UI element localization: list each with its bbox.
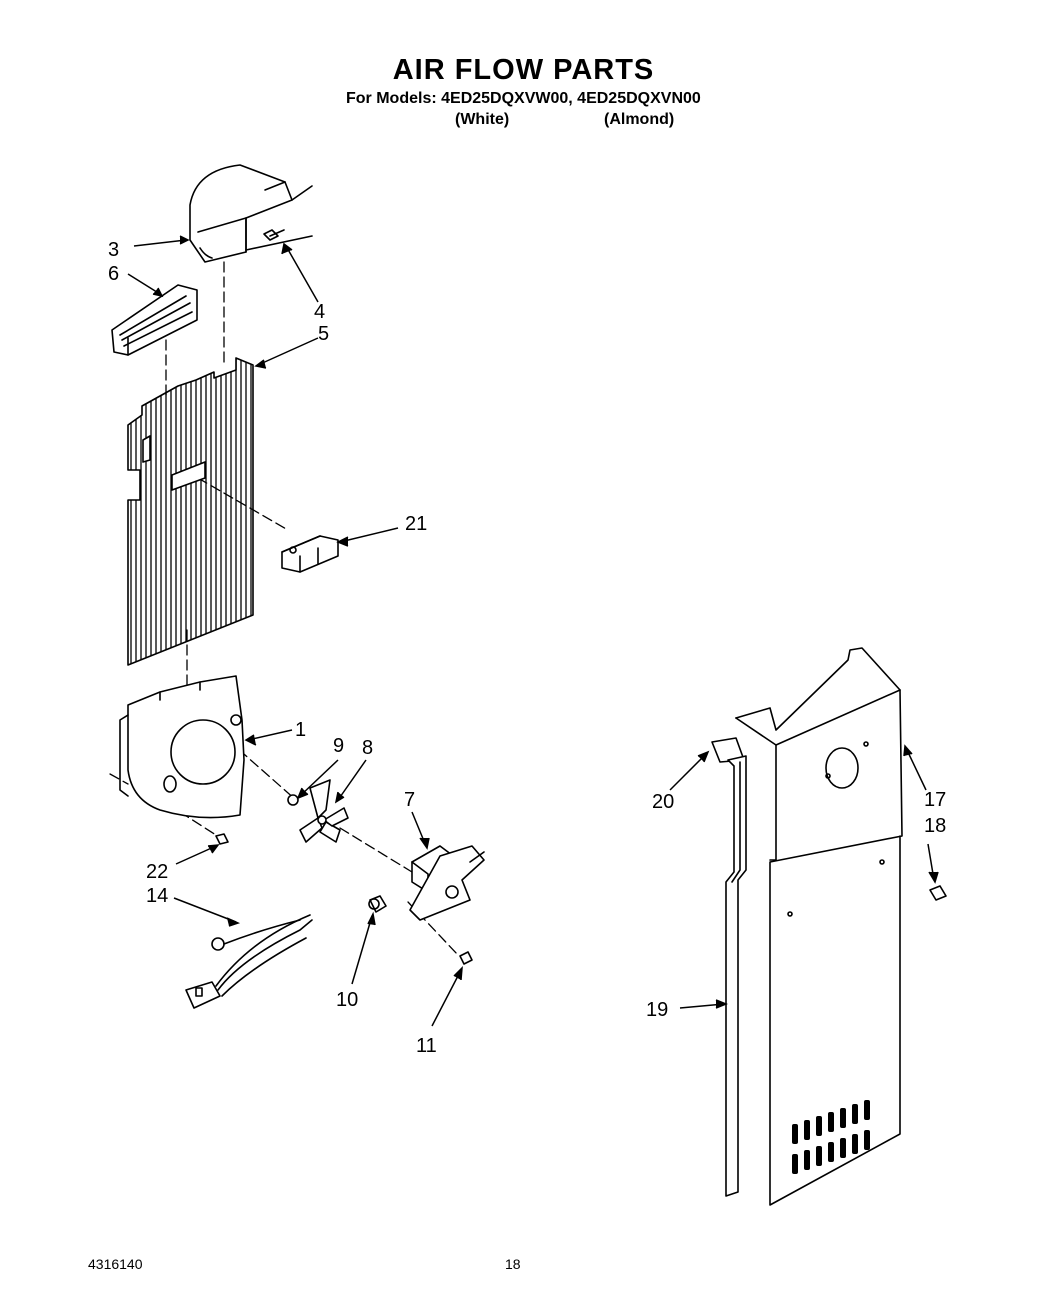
callout-10: 10 xyxy=(336,989,358,1011)
part-1-fan-shroud xyxy=(119,675,245,819)
callout-1: 1 xyxy=(295,719,306,741)
callout-labels: 3 6 4 5 21 1 9 8 7 20 17 18 22 14 19 10 … xyxy=(108,239,946,1057)
callout-14: 14 xyxy=(146,885,168,907)
part-19-channel xyxy=(725,755,747,1197)
callout-21: 21 xyxy=(405,513,427,535)
callout-19: 19 xyxy=(646,999,668,1021)
part-22-screw xyxy=(215,833,229,845)
part-3-duct-cover xyxy=(189,164,313,263)
part-5-evaporator-cover xyxy=(127,357,254,666)
callout-17: 17 xyxy=(924,789,946,811)
part-9-nut xyxy=(287,794,299,806)
callout-18: 18 xyxy=(924,815,946,837)
part-18-screw xyxy=(929,885,947,901)
part-6-grille xyxy=(111,284,198,356)
callout-9: 9 xyxy=(333,735,344,757)
callout-5: 5 xyxy=(318,323,329,345)
callout-3: 3 xyxy=(108,239,119,261)
callout-7: 7 xyxy=(404,789,415,811)
part-7-fan-motor xyxy=(409,845,485,921)
page-number: 18 xyxy=(505,1256,521,1272)
callout-11: 11 xyxy=(416,1035,437,1057)
callout-4: 4 xyxy=(314,301,325,323)
callout-22: 22 xyxy=(146,861,168,883)
part-8-fan-blade xyxy=(299,779,349,843)
callout-8: 8 xyxy=(362,737,373,759)
leader-lines xyxy=(127,235,939,1027)
part-10-grommet xyxy=(368,895,387,913)
document-number: 4316140 xyxy=(88,1256,143,1272)
models-list: 4ED25DQXVW00, 4ED25DQXVN00 xyxy=(441,90,701,107)
model-line: For Models: 4ED25DQXVW00, 4ED25DQXVN00 xyxy=(346,90,701,108)
variant-white: (White) xyxy=(455,111,510,128)
part-11-screw xyxy=(459,951,473,965)
callout-6: 6 xyxy=(108,263,119,285)
models-prefix: For Models: xyxy=(346,90,437,107)
part-14-wire-harness xyxy=(185,914,313,1009)
page-title: AIR FLOW PARTS xyxy=(392,54,655,86)
part-21-bracket xyxy=(281,535,339,573)
part-4-screw xyxy=(263,229,285,241)
part-17-rear-panel xyxy=(735,647,903,1206)
variant-almond: (Almond) xyxy=(604,111,675,128)
callout-20: 20 xyxy=(652,791,674,813)
vent-slots xyxy=(792,1100,870,1174)
